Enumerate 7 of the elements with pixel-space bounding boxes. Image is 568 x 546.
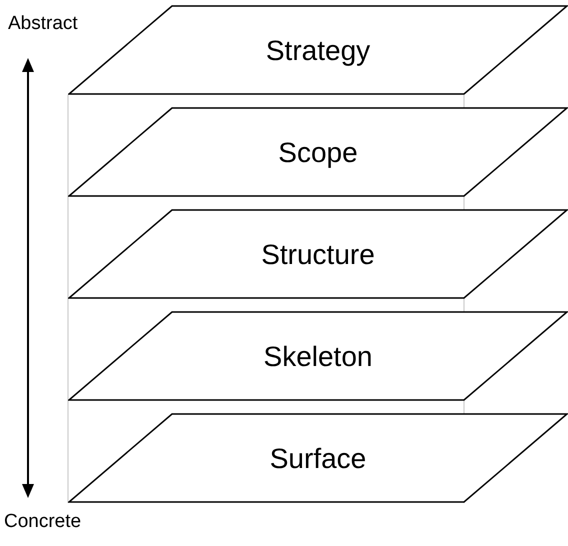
layer-label: Strategy (266, 34, 370, 68)
axis-label: Concrete (4, 510, 82, 534)
layer-label: Surface (270, 442, 366, 476)
axis-label: Abstract (8, 12, 78, 36)
layer-label: Structure (261, 238, 375, 272)
layer-label: Skeleton (264, 340, 372, 374)
layer-label: Scope (278, 136, 358, 170)
